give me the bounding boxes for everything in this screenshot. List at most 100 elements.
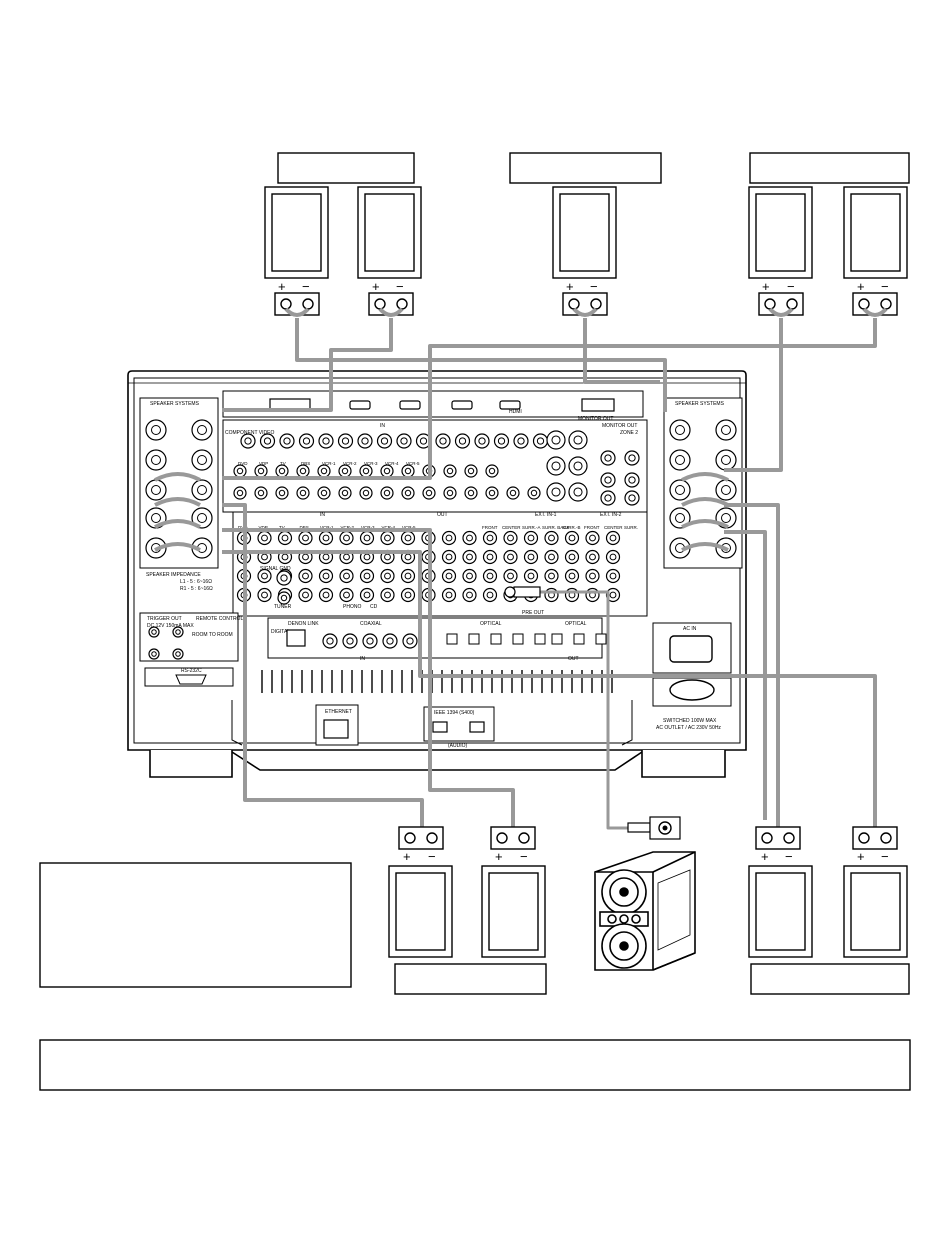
jack bbox=[322, 633, 338, 649]
coaxial-label: COAXIAL bbox=[360, 621, 382, 627]
jack bbox=[462, 587, 477, 603]
jack bbox=[400, 530, 416, 546]
phono-label: PHONO bbox=[343, 604, 361, 610]
trigger-spec-label: DC 12V 150mA MAX bbox=[147, 623, 194, 629]
jack bbox=[435, 433, 451, 449]
jack bbox=[443, 486, 457, 500]
jack bbox=[544, 549, 559, 565]
cd-label: CD bbox=[370, 604, 378, 610]
jack bbox=[298, 433, 315, 449]
jack bbox=[585, 568, 600, 584]
jack bbox=[462, 530, 477, 546]
label-box-surround-back bbox=[394, 963, 547, 995]
jack bbox=[441, 568, 457, 584]
jack bbox=[359, 464, 373, 478]
optical-port bbox=[446, 633, 458, 645]
pre-out-channel-label: SURR.-B bbox=[562, 525, 581, 530]
jack bbox=[482, 530, 498, 546]
ext-in-2-label: EXT. IN-2 bbox=[600, 512, 622, 518]
jack bbox=[441, 530, 457, 546]
jack bbox=[318, 568, 334, 584]
jack bbox=[317, 486, 331, 500]
hdmi-port bbox=[451, 400, 473, 410]
jack bbox=[148, 626, 160, 638]
jack bbox=[172, 626, 184, 638]
terminal-minus: − bbox=[520, 849, 528, 864]
pre-out-channel-label: SURR. BACK bbox=[542, 525, 570, 530]
label-box-surround-b bbox=[750, 963, 910, 995]
terminal-plus: + bbox=[762, 279, 770, 294]
jack bbox=[318, 433, 334, 449]
video-input-label: VCR-4 bbox=[385, 461, 399, 466]
out-label: OUT bbox=[568, 656, 579, 662]
jack bbox=[462, 568, 477, 584]
label-box-center-speaker bbox=[509, 152, 662, 184]
jack bbox=[506, 486, 520, 500]
jack bbox=[482, 587, 498, 603]
video-input-label: VCR-1 bbox=[322, 461, 336, 466]
jack bbox=[564, 568, 580, 584]
jack bbox=[376, 433, 393, 449]
jack bbox=[401, 464, 415, 478]
speaker-systems-label-right: SPEAKER SYSTEMS bbox=[675, 401, 725, 407]
jack bbox=[279, 433, 295, 449]
audio-input-label: DBS bbox=[300, 525, 309, 530]
jack bbox=[380, 530, 395, 546]
speaker-surround-b-left bbox=[748, 865, 813, 958]
speaker-surround-left bbox=[748, 186, 813, 279]
video-input-label: VCR-5 bbox=[406, 461, 420, 466]
remote-control-label: REMOTE CONTROL bbox=[196, 616, 243, 622]
jack bbox=[338, 486, 352, 500]
speaker-surround-right bbox=[843, 186, 908, 279]
audio-input-label: VCR-4 bbox=[382, 525, 396, 530]
label-box-surround-speakers bbox=[749, 152, 910, 184]
jack bbox=[503, 568, 518, 584]
monitor-out-label: MONITOR OUT bbox=[602, 423, 637, 429]
jack bbox=[298, 530, 313, 546]
video-input-label: TV bbox=[280, 461, 286, 466]
jack bbox=[257, 568, 272, 584]
jack bbox=[600, 490, 616, 506]
jack bbox=[493, 433, 510, 449]
jack bbox=[485, 464, 499, 478]
jack bbox=[339, 530, 354, 546]
in-label: IN bbox=[380, 423, 385, 429]
jack bbox=[564, 549, 580, 565]
jack bbox=[339, 568, 354, 584]
jack bbox=[259, 433, 276, 449]
video-input-label: VCR-2 bbox=[343, 461, 357, 466]
jack bbox=[296, 464, 310, 478]
terminal-minus: − bbox=[785, 849, 793, 864]
ethernet-label: ETHERNET bbox=[325, 709, 352, 715]
jack bbox=[254, 464, 268, 478]
speaker-center bbox=[552, 186, 617, 279]
jack bbox=[585, 530, 600, 546]
jack bbox=[276, 570, 292, 586]
hdmi-port bbox=[499, 400, 521, 410]
speaker-terminals-top bbox=[274, 292, 898, 316]
jack bbox=[318, 530, 334, 546]
speaker-front-left bbox=[264, 186, 329, 279]
jack bbox=[339, 587, 354, 603]
audio-label: (AUDIO) bbox=[448, 743, 468, 749]
jack bbox=[402, 633, 418, 649]
video-input-label: VCR-3 bbox=[364, 461, 378, 466]
jack bbox=[544, 587, 559, 603]
jack bbox=[359, 486, 373, 500]
jack bbox=[474, 433, 490, 449]
optical-port bbox=[490, 633, 502, 645]
jack bbox=[338, 464, 352, 478]
in-label: IN bbox=[360, 656, 365, 662]
jack bbox=[669, 419, 691, 441]
jack bbox=[240, 433, 256, 449]
terminal-minus: − bbox=[428, 849, 436, 864]
ac-in-label: AC IN bbox=[683, 626, 697, 632]
audio-input-label: VCR-1 bbox=[320, 525, 334, 530]
optical-port bbox=[534, 633, 546, 645]
room-to-room-label: ROOM TO ROOM bbox=[192, 632, 233, 638]
jack bbox=[380, 587, 395, 603]
speaker-front-right bbox=[357, 186, 422, 279]
note-box bbox=[39, 862, 352, 988]
terminal-plus: + bbox=[566, 279, 574, 294]
terminal-minus: − bbox=[881, 279, 889, 294]
